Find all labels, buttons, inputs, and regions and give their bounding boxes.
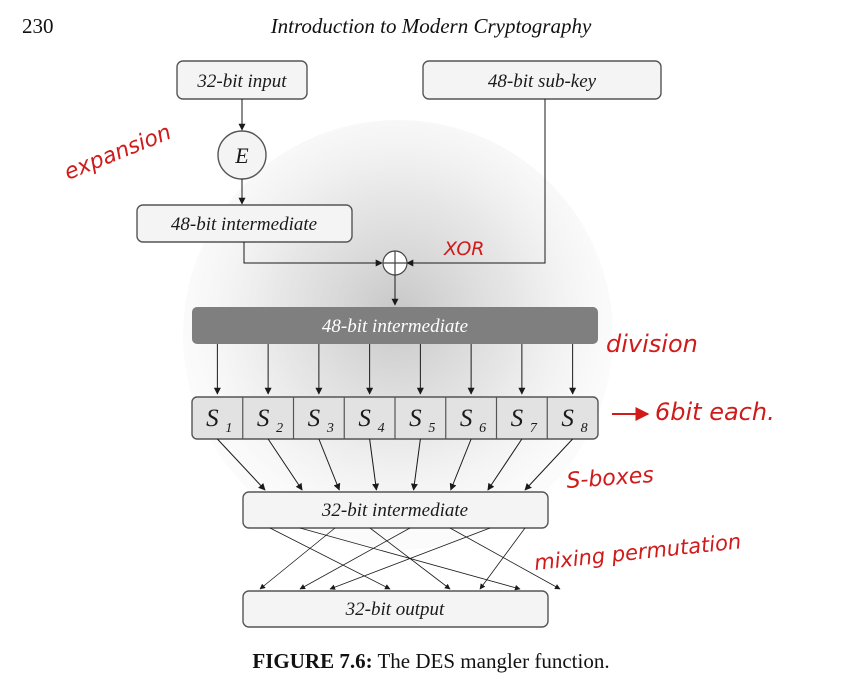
annotation-xor: XOR (443, 238, 485, 260)
permutation-arrow (479, 527, 526, 590)
sbox-1: S (206, 405, 219, 432)
annotation-expansion: expansion (61, 120, 175, 185)
annotation-sboxes: S-boxes (566, 463, 655, 494)
expansion-node: E (217, 130, 267, 180)
output-box: 32-bit output (242, 590, 549, 628)
sbox-7-index: 7 (530, 421, 538, 436)
expanded-intermediate-label: 48-bit intermediate (171, 214, 317, 235)
input-label: 32-bit input (196, 71, 287, 92)
permutation-arrow (269, 527, 391, 590)
subkey-box: 48-bit sub-key (422, 60, 662, 100)
xored-intermediate-label: 48-bit intermediate (322, 316, 468, 337)
xored-intermediate-band: 48-bit intermediate (192, 307, 598, 344)
sbox-4: S (358, 405, 371, 432)
sbox-1-index: 1 (225, 421, 232, 436)
sbox-output-arrow (217, 438, 266, 491)
sbox-output-box: 32-bit intermediate (242, 491, 549, 529)
sbox-3-index: 3 (326, 421, 334, 436)
sbox-output-arrow (369, 438, 380, 491)
sbox-output-arrow (267, 438, 303, 491)
intermediate-to-xor-line (243, 242, 383, 267)
sbox-output-label: 32-bit intermediate (321, 500, 468, 521)
sbox-4-index: 4 (378, 421, 385, 436)
permutation-arrow (329, 527, 491, 590)
des-mangler-diagram: 32-bit input 48-bit sub-key E 48-bit int… (61, 60, 775, 628)
output-label: 32-bit output (345, 599, 445, 620)
sbox-output-arrow (410, 438, 421, 491)
permutation-arrows (259, 527, 561, 591)
expansion-label: E (234, 143, 249, 168)
permutation-arrow (299, 527, 411, 590)
page-number: 230 (22, 14, 54, 38)
annotation-division: division (606, 330, 698, 358)
sbox-8: S (561, 405, 574, 432)
sbox-output-arrows (217, 438, 573, 491)
figure-caption: FIGURE 7.6: The DES mangler function. (252, 649, 610, 673)
running-title: Introduction to Modern Cryptography (270, 14, 592, 38)
sbox-5: S (409, 405, 422, 432)
permutation-arrow (259, 527, 336, 590)
sbox-2-index: 2 (276, 421, 283, 436)
permutation-arrow (449, 527, 561, 590)
sbox-7: S (511, 405, 524, 432)
sbox-output-arrow (487, 438, 523, 491)
sbox-output-arrow (524, 438, 573, 491)
xor-node (382, 250, 408, 276)
sbox-output-arrow (449, 438, 472, 491)
split-arrows (213, 344, 577, 395)
sbox-2: S (257, 405, 270, 432)
sbox-8-index: 8 (581, 421, 588, 436)
sbox-6-index: 6 (479, 421, 486, 436)
annotation-six-bit: 6bit each. (655, 398, 775, 426)
sbox-output-arrow (318, 438, 341, 491)
subkey-to-xor-line (406, 99, 546, 267)
sbox-3: S (308, 405, 321, 432)
sbox-5-index: 5 (428, 421, 435, 436)
input-box: 32-bit input (176, 60, 308, 100)
expanded-intermediate-box: 48-bit intermediate (136, 204, 353, 243)
annotation-mixing: mixing permutation (533, 529, 742, 575)
caption-label: FIGURE 7.6 (252, 649, 366, 673)
subkey-label: 48-bit sub-key (488, 71, 597, 92)
sbox-6: S (460, 405, 473, 432)
caption-text: The DES mangler function. (377, 649, 610, 673)
